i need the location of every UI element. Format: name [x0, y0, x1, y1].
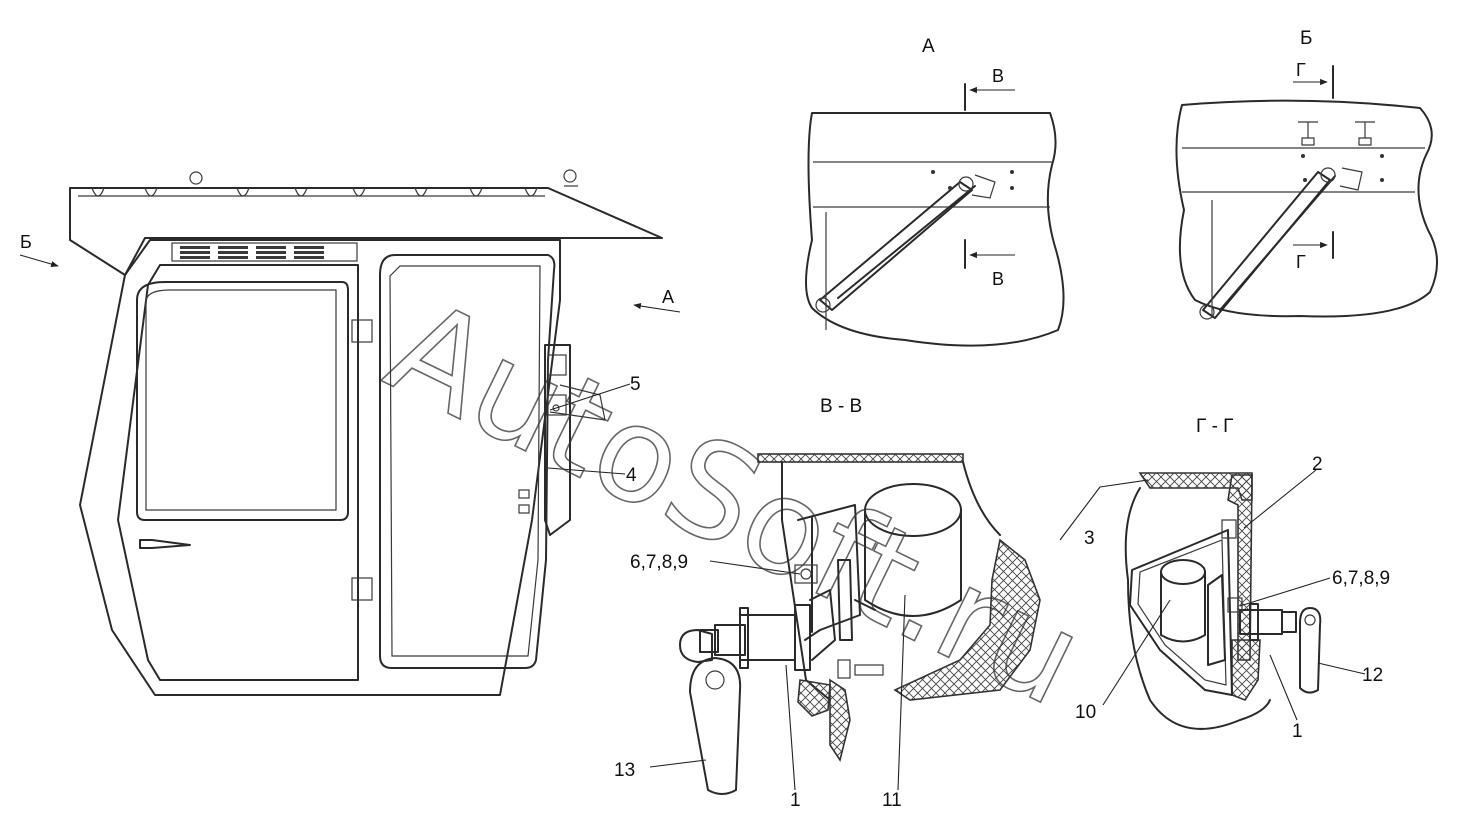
- callout-numbers: 5 4 6,7,8,9 13 1 11 2 3 6,7,8,9 10 12 1: [614, 374, 1390, 811]
- callout-1-left: 1: [790, 790, 801, 811]
- label-view-a: А: [922, 36, 935, 57]
- callout-6789-right: 6,7,8,9: [1332, 568, 1390, 589]
- vent-grille: [180, 246, 324, 259]
- cab-main-view: [19, 169, 681, 696]
- callout-11: 11: [882, 790, 902, 811]
- leader-lines: [547, 383, 1366, 791]
- label-arrow-b-main: Б: [20, 232, 32, 252]
- label-arrow-a-main: А: [662, 287, 674, 307]
- callout-4: 4: [626, 465, 637, 486]
- section-v-v: [679, 453, 1041, 795]
- label-view-b: Б: [1300, 28, 1312, 49]
- section-g-g: [1124, 472, 1322, 730]
- label-arrow-v-bottom: В: [992, 269, 1004, 289]
- callout-1-right: 1: [1292, 721, 1303, 742]
- wiper-bracket: [518, 344, 606, 536]
- label-section-v: В - В: [820, 396, 862, 417]
- callout-5: 5: [630, 374, 641, 395]
- callout-6789-left: 6,7,8,9: [630, 552, 688, 573]
- callout-12: 12: [1362, 665, 1383, 686]
- label-arrow-g-top: Г: [1296, 60, 1306, 80]
- callout-2: 2: [1312, 454, 1323, 475]
- view-b-detail: [1175, 65, 1439, 320]
- view-labels: А Б В - В Г - Г В В Г Г А Б: [20, 28, 1312, 437]
- callout-3: 3: [1084, 528, 1095, 549]
- label-section-g: Г - Г: [1196, 416, 1233, 437]
- label-arrow-v-top: В: [992, 66, 1004, 86]
- label-arrow-g-bottom: Г: [1296, 252, 1306, 272]
- view-a-detail: [805, 83, 1065, 347]
- callout-10: 10: [1075, 702, 1096, 723]
- callout-13: 13: [614, 760, 635, 781]
